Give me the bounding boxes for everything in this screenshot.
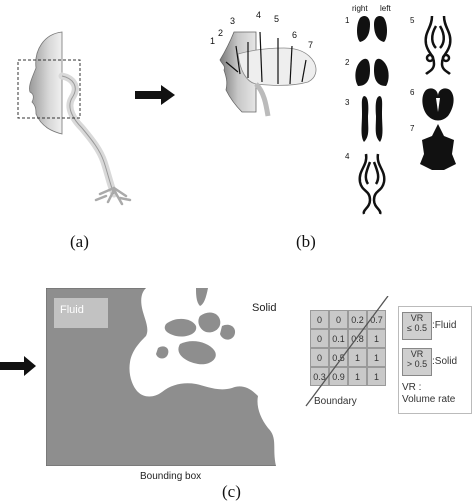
grid-cell: 0 [329, 310, 348, 329]
caption-b: (b) [296, 232, 316, 251]
nasal-cavity-body [237, 47, 317, 86]
vr-definition-line1: VR : [402, 382, 422, 393]
legend-solid-label: :Solid [432, 356, 458, 367]
arrow-into-c [0, 356, 36, 376]
cross-section-number-4: 4 [345, 152, 350, 161]
cross-sections [355, 15, 456, 215]
cross-section-number-3: 3 [345, 98, 350, 107]
section-number-7: 7 [308, 40, 314, 50]
grid-cell: 1 [348, 367, 367, 386]
legend-fluid-label: :Fluid [432, 320, 457, 331]
volume-rate-grid: 0 0 0.2 0.7 0 0.1 0.8 1 0 0.5 1 1 0.3 0.… [310, 310, 390, 390]
cross-section-7 [420, 124, 456, 170]
grid-cell: 0.9 [329, 367, 348, 386]
face-half-shape [29, 31, 63, 135]
grid-cell: 1 [367, 367, 386, 386]
grid-cell: 0 [310, 310, 329, 329]
cross-section-number-7: 7 [410, 124, 415, 133]
cross-section-3 [361, 96, 383, 142]
legend [398, 306, 472, 414]
solid-label: Solid [252, 302, 277, 314]
panel-a-head-model [17, 31, 132, 206]
bounding-box-image [46, 288, 292, 466]
cross-section-4 [358, 153, 386, 215]
legend-fluid-box: VR ≤ 0.5 [402, 312, 432, 340]
grid-cell: 1 [367, 329, 386, 348]
selection-box [17, 59, 81, 119]
section-lines [225, 31, 307, 85]
panel-b-nasal-cavity-model [219, 31, 317, 117]
cross-section-number-1: 1 [345, 16, 350, 25]
section-number-5: 5 [274, 14, 280, 24]
vr-definition-line2: Volume rate [402, 394, 456, 405]
section-number-3: 3 [230, 16, 236, 26]
bronchi-branches [94, 186, 132, 206]
grid-cell: 0.2 [348, 310, 367, 329]
cross-section-2 [355, 58, 389, 86]
arrow-a-to-b [135, 85, 175, 105]
cross-section-1 [357, 16, 387, 42]
grid-cell: 1 [367, 348, 386, 367]
cross-section-6 [422, 88, 454, 121]
cross-section-number-2: 2 [345, 58, 350, 67]
boundary-line [305, 296, 389, 407]
section-number-2: 2 [218, 28, 224, 38]
grid-cell: 0.5 [329, 348, 348, 367]
fluid-channels [156, 288, 236, 365]
section-number-1: 1 [210, 36, 216, 46]
right-label: right [352, 4, 368, 13]
left-label: left [380, 4, 391, 13]
boundary-label: Boundary [314, 396, 357, 407]
caption-c: (c) [222, 482, 241, 501]
cross-section-5 [424, 15, 452, 75]
section-number-6: 6 [292, 30, 298, 40]
cross-section-number-5: 5 [410, 16, 415, 25]
fluid-label-box [54, 298, 108, 328]
grid-cell: 0 [310, 329, 329, 348]
section-number-4: 4 [256, 10, 262, 20]
cross-section-number-6: 6 [410, 88, 415, 97]
grid-cell: 1 [348, 348, 367, 367]
bounding-box-label: Bounding box [140, 471, 202, 482]
grid-cell: 0 [310, 348, 329, 367]
legend-solid-box: VR > 0.5 [402, 348, 432, 376]
fluid-label: Fluid [60, 304, 84, 316]
caption-a: (a) [70, 232, 89, 251]
grid-cell: 0.1 [329, 329, 348, 348]
